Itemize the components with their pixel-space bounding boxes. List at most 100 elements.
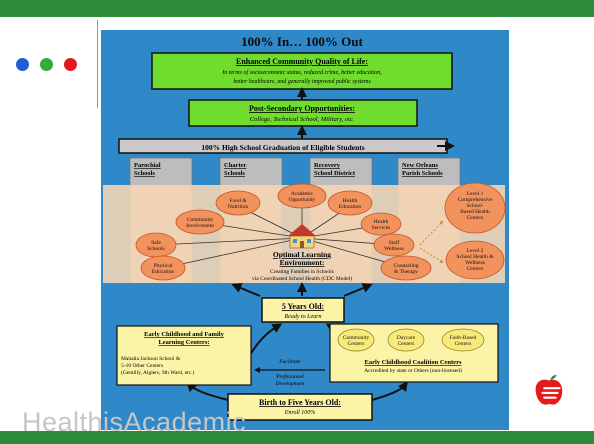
birth-subtitle: Enroll 100% <box>284 410 316 416</box>
community-line-2: better healthcare, and generally improve… <box>233 79 371 85</box>
oval-level1-2: Comprehensive <box>458 197 493 203</box>
coalition-daycare-2: Centers <box>398 341 415 347</box>
apple-logo <box>535 374 563 405</box>
school-charter-1: Charter <box>224 162 246 169</box>
school-parochial-1: Parochial <box>134 162 161 169</box>
school-new-orleans-1: New Orleans <box>402 162 438 169</box>
oval-level1-3: School- <box>466 203 483 209</box>
school-recovery-2: School District <box>314 170 356 177</box>
coalition-subtitle: Accredited by state or Others (non-licen… <box>364 367 462 374</box>
oval-staff-2: Wellness <box>384 246 404 252</box>
five-years-subtitle: Ready to Learn <box>284 314 322 320</box>
oval-physical-2: Education <box>152 269 175 275</box>
postsecondary-title: Post-Secondary Opportunities: <box>249 104 355 113</box>
oval-staff-1: Staff <box>389 239 400 246</box>
oval-physical-1: Physical <box>154 263 173 269</box>
divider-line <box>97 20 98 108</box>
coalition-daycare-1: Daycare <box>397 335 416 341</box>
oval-food-nutrition <box>215 190 261 216</box>
oval-community-involvement <box>175 209 225 235</box>
schoolhouse-icon <box>288 224 316 249</box>
oval-community-1: Community <box>187 217 214 223</box>
oval-counseling-2: & Therapy <box>394 269 418 275</box>
coalition-title: Early Childhood Coalition Centers <box>365 359 462 366</box>
early-childhood-box <box>116 325 252 386</box>
facilitate-2: Professional <box>275 373 304 380</box>
coalition-community-2: Centers <box>348 341 365 347</box>
dashed-arrow-level2 <box>419 247 444 264</box>
coalition-oval-daycare <box>387 328 425 352</box>
school-recovery-1: Recovery <box>314 162 341 169</box>
oval-safe-1: Safe <box>151 239 161 246</box>
school-charter-2: Schools <box>224 170 245 177</box>
oval-health-services-1: Health <box>374 219 389 225</box>
oval-level1-4: Based Health <box>460 209 490 215</box>
oval-food-2: Nutrition <box>228 204 248 210</box>
oval-health-services <box>360 212 402 236</box>
oval-level2-3: Wellness <box>465 260 485 266</box>
early-title-1: Early Childhood and Family <box>144 331 224 338</box>
oval-level-2 <box>445 240 505 280</box>
community-title: Enhanced Community Quality of Life: <box>236 57 368 66</box>
arrow-up-right <box>343 283 373 297</box>
dashed-arrow-level1 <box>419 220 444 246</box>
oval-safe-2: Schools <box>147 246 164 252</box>
center-line-2: via Coordinated School Health (CDC Model… <box>252 275 352 282</box>
oval-health-services-2: Services <box>372 225 391 231</box>
oval-level2-2: School Health & <box>457 254 495 260</box>
coalition-faith-2: Centers <box>455 341 472 347</box>
oval-health-education <box>327 190 373 216</box>
five-years-title: 5 Years Old: <box>282 302 324 311</box>
birth-title: Birth to Five Years Old: <box>259 398 341 407</box>
early-line-1: Mahalia Jackson School & <box>121 356 181 362</box>
postsecondary-subtitle: College, Technical School, Military, etc… <box>250 116 355 123</box>
oval-food-1: Food & <box>230 198 248 204</box>
oval-health-ed-2: Education <box>339 204 362 210</box>
arrow-up-left <box>231 283 261 297</box>
top-band <box>0 0 594 17</box>
community-box <box>151 52 453 90</box>
oval-community-2: Involvement <box>186 223 214 229</box>
postsecondary-box <box>188 99 418 127</box>
dot-red <box>64 58 77 71</box>
oval-level2-1: Level 2 <box>467 248 484 254</box>
coalition-oval-faith <box>441 328 485 352</box>
early-line-2: 5-10 Other Centers <box>121 363 163 369</box>
school-new-orleans-2: Parish Schools <box>402 170 443 177</box>
birth-box <box>227 393 373 421</box>
oval-academic-opportunity <box>277 183 327 209</box>
oval-academic-1: Academic <box>291 191 314 197</box>
community-line-1: In terms of socioeconomic status, reduce… <box>221 69 382 76</box>
oval-level1-5: Centers <box>467 215 484 221</box>
coalition-oval-community <box>337 328 375 352</box>
early-line-3: (Gentilly, Algiers, 9th Ward, etc.) <box>121 369 195 376</box>
oval-physical-education <box>140 255 186 281</box>
facilitate-3: Development <box>274 381 304 387</box>
oval-health-ed-1: Health <box>343 198 358 204</box>
center-title-2: Environment: <box>280 258 325 267</box>
facilitate-1: Facilitate <box>278 359 301 365</box>
center-title-1: Optimal Learning <box>273 250 331 259</box>
oval-counseling-therapy <box>380 255 432 281</box>
five-years-box <box>261 297 345 323</box>
dot-blue <box>16 58 29 71</box>
health-diagram: 100% In… 100% Out Enhanced Community Qua… <box>101 30 509 430</box>
diagram-title: 100% In… 100% Out <box>241 34 363 49</box>
curve-birth-right <box>371 380 408 401</box>
oval-staff-wellness <box>373 233 415 257</box>
graduation-text: 100% High School Graduation of Eligible … <box>201 143 364 152</box>
school-parochial-2: Schools <box>134 170 155 177</box>
dot-green <box>40 58 53 71</box>
oval-counseling-1: Counseling <box>393 263 418 269</box>
coalition-faith-1: Faith-Based <box>450 335 477 341</box>
oval-level-1 <box>444 182 506 234</box>
early-title-2: Learning Centers: <box>158 339 209 346</box>
curve-birth-left <box>186 381 229 401</box>
curve-from-early <box>249 323 283 356</box>
bottom-band <box>0 431 594 444</box>
center-line-1: Creating Families in Schools <box>270 269 334 275</box>
oval-level2-4: Centers <box>467 266 484 272</box>
coalition-community-1: Community <box>343 335 370 341</box>
oval-level1-1: Level 1 <box>467 191 484 197</box>
oval-academic-2: Opportunity <box>289 197 316 203</box>
